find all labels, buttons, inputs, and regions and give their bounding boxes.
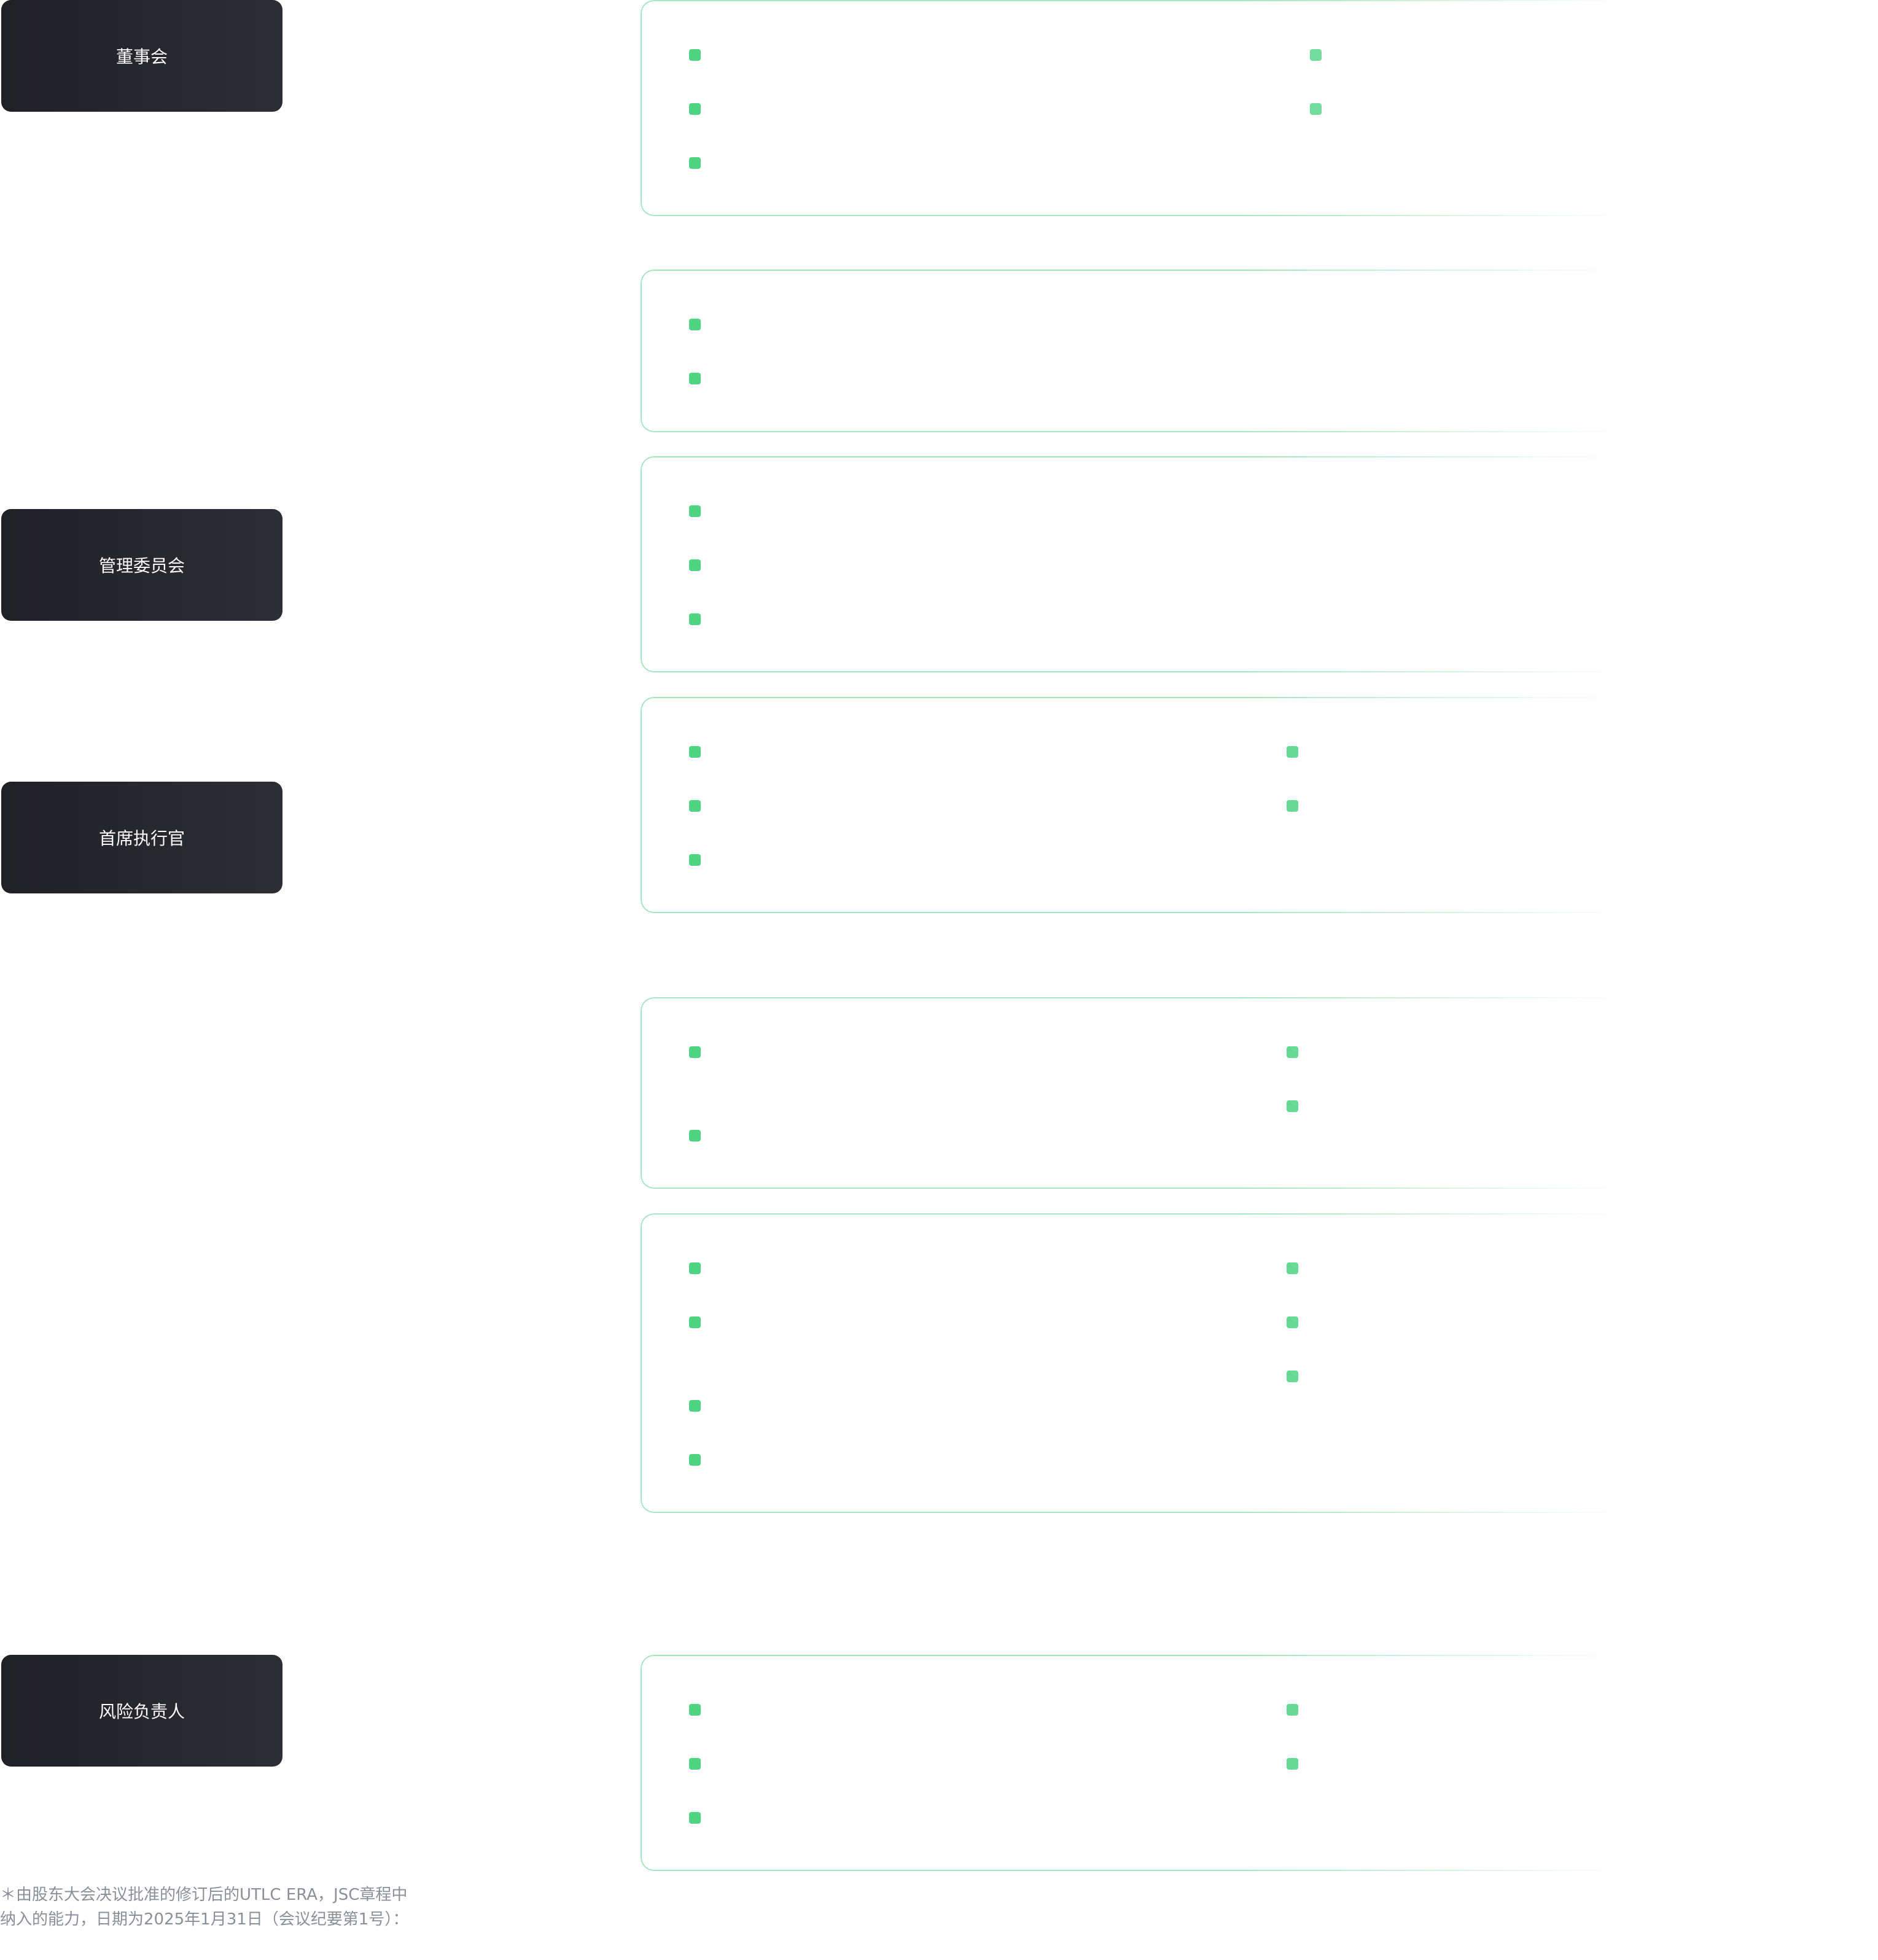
bullet-icon	[689, 505, 701, 517]
bullet-icon	[689, 1262, 701, 1274]
bullet-icon	[1310, 103, 1322, 115]
role-risk-officer-label: 风险负责人	[98, 1701, 185, 1722]
bullet-icon	[1287, 1100, 1298, 1112]
role-ceo-label: 首席执行官	[98, 828, 185, 849]
bullet-icon	[689, 103, 701, 115]
role-board-label: 董事会	[115, 47, 168, 67]
bullet-icon	[689, 157, 701, 169]
bullet-icon	[689, 854, 701, 866]
bullet-icon	[1310, 49, 1322, 61]
bullet-icon	[1287, 1758, 1298, 1770]
responsibility-card	[641, 697, 1734, 913]
responsibility-card	[641, 270, 1734, 432]
bullet-icon	[689, 1758, 701, 1770]
bullet-icon	[689, 319, 701, 330]
bullet-icon	[689, 1046, 701, 1058]
bullet-icon	[1287, 1046, 1298, 1058]
responsibility-card	[641, 1655, 1734, 1871]
bullet-icon	[689, 1130, 701, 1141]
role-management-committee: 管理委员会	[1, 509, 282, 621]
footnote: ＊由股东大会决议批准的修订后的UTLC ERA，JSC章程中纳入的能力，日期为2…	[0, 1886, 409, 1929]
bullet-icon	[1287, 800, 1298, 812]
bullet-icon	[689, 800, 701, 812]
bullet-icon	[1287, 1262, 1298, 1274]
responsibility-card	[641, 997, 1734, 1189]
bullet-icon	[689, 1316, 701, 1328]
role-management-committee-label: 管理委员会	[98, 556, 185, 576]
role-risk-officer: 风险负责人	[1, 1655, 282, 1767]
role-ceo: 首席执行官	[1, 782, 282, 893]
role-board: 董事会	[1, 0, 282, 112]
bullet-icon	[1287, 1371, 1298, 1382]
bullet-icon	[1287, 1316, 1298, 1328]
responsibility-card	[641, 0, 1734, 216]
bullet-icon	[689, 613, 701, 625]
bullet-icon	[689, 1454, 701, 1466]
bullet-icon	[1287, 746, 1298, 758]
bullet-icon	[689, 49, 701, 61]
responsibility-card	[641, 1213, 1734, 1513]
bullet-icon	[689, 746, 701, 758]
bullet-icon	[689, 373, 701, 384]
bullet-icon	[689, 1400, 701, 1412]
bullet-icon	[1287, 1704, 1298, 1716]
bullet-icon	[689, 559, 701, 571]
bullet-icon	[689, 1704, 701, 1716]
responsibility-card	[641, 456, 1734, 672]
bullet-icon	[689, 1812, 701, 1824]
